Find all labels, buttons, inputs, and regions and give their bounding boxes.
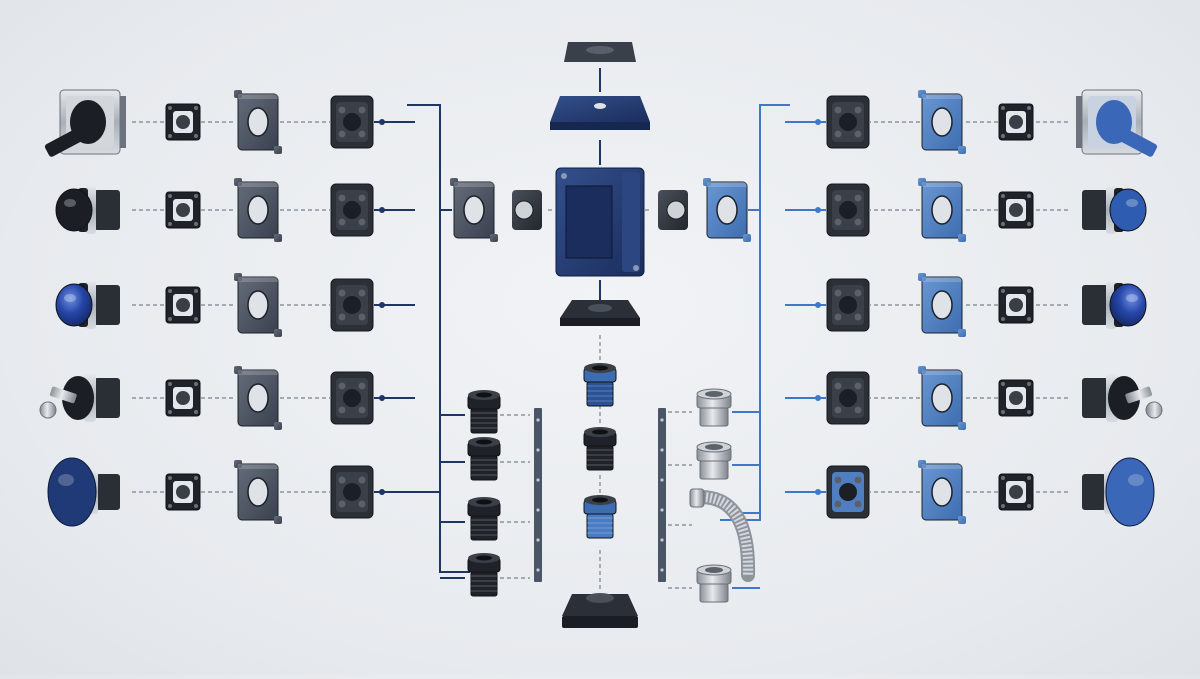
right-gasket-icon	[998, 473, 1034, 511]
left-gasket-icon	[165, 191, 201, 229]
flex-conduit-icon	[689, 488, 756, 582]
junction-dot	[815, 302, 821, 308]
junction-dot	[379, 489, 385, 495]
junction-dot	[379, 395, 385, 401]
flange-plate-icon	[560, 300, 640, 326]
center-left-adapter-icon	[512, 190, 542, 230]
cap-plate-icon	[564, 42, 636, 62]
center-right-flange-icon	[703, 178, 751, 242]
enclosure-box-icon	[555, 167, 645, 277]
left-pilot-light-icon	[55, 281, 120, 329]
flange-plate-icon	[562, 593, 638, 628]
center-right-adapter-icon	[658, 190, 688, 230]
junction-dot	[815, 395, 821, 401]
right-frame-plate-icon	[918, 366, 966, 430]
left-contact-block-icon	[330, 465, 374, 519]
right-frame-plate-icon	[918, 178, 966, 242]
right-contact-block-icon	[826, 278, 870, 332]
junction-dot	[815, 207, 821, 213]
connector-lines	[132, 68, 1068, 590]
left-frame-plate-icon	[234, 178, 282, 242]
junction-dot	[379, 207, 385, 213]
right-mushroom-button-icon	[1082, 457, 1155, 527]
left-gasket-icon	[165, 379, 201, 417]
right-gasket-icon	[998, 103, 1034, 141]
right-gasket-icon	[998, 379, 1034, 417]
right-pilot-light-icon	[1082, 281, 1147, 329]
junction-dot	[815, 119, 821, 125]
left-frame-plate-icon	[234, 273, 282, 337]
left-gasket-icon	[165, 473, 201, 511]
junction-dot	[379, 302, 385, 308]
right-din-rail	[658, 408, 666, 582]
right-key-switch-icon	[1082, 374, 1163, 422]
left-frame-plate-icon	[234, 90, 282, 154]
left-frame-plate-icon	[234, 460, 282, 524]
cable-gland-icon	[583, 363, 617, 407]
junction-dot	[815, 489, 821, 495]
left-cable-gland-icon	[467, 437, 501, 481]
right-push-button-icon	[1082, 186, 1147, 234]
left-cable-gland-icon	[467, 497, 501, 541]
right-contact-block-icon	[826, 371, 870, 425]
right-frame-plate-icon	[918, 90, 966, 154]
cable-gland-icon	[583, 427, 617, 471]
left-push-button-icon	[55, 186, 120, 234]
left-mushroom-button-icon	[47, 457, 120, 527]
right-frame-plate-icon	[918, 460, 966, 524]
steel-nut-icon	[696, 388, 732, 427]
right-gasket-icon	[998, 191, 1034, 229]
left-cable-gland-icon	[467, 553, 501, 597]
left-selector-switch-icon	[44, 89, 126, 157]
junction-dot	[379, 119, 385, 125]
left-contact-block-icon	[330, 371, 374, 425]
left-gasket-icon	[165, 103, 201, 141]
steel-nut-icon	[696, 441, 732, 480]
gasket-plate-icon	[550, 96, 650, 130]
center-left-flange-icon	[450, 178, 498, 242]
right-frame-plate-icon	[918, 273, 966, 337]
steel-nut-icon	[696, 564, 732, 603]
left-bus-line	[415, 104, 470, 573]
right-selector-switch-icon	[1076, 89, 1158, 157]
left-din-rail	[534, 408, 542, 582]
left-contact-block-icon	[330, 278, 374, 332]
left-cable-gland-icon	[467, 390, 501, 434]
left-gasket-icon	[165, 286, 201, 324]
left-contact-block-icon	[330, 95, 374, 149]
left-frame-plate-icon	[234, 366, 282, 430]
right-gasket-icon	[998, 286, 1034, 324]
component-parts	[39, 42, 1163, 628]
right-contact-block-icon	[826, 183, 870, 237]
cable-gland-icon	[583, 495, 617, 539]
left-key-switch-icon	[39, 374, 120, 422]
right-contact-block-icon	[826, 95, 870, 149]
right-contact-block-icon	[826, 465, 870, 519]
left-contact-block-icon	[330, 183, 374, 237]
